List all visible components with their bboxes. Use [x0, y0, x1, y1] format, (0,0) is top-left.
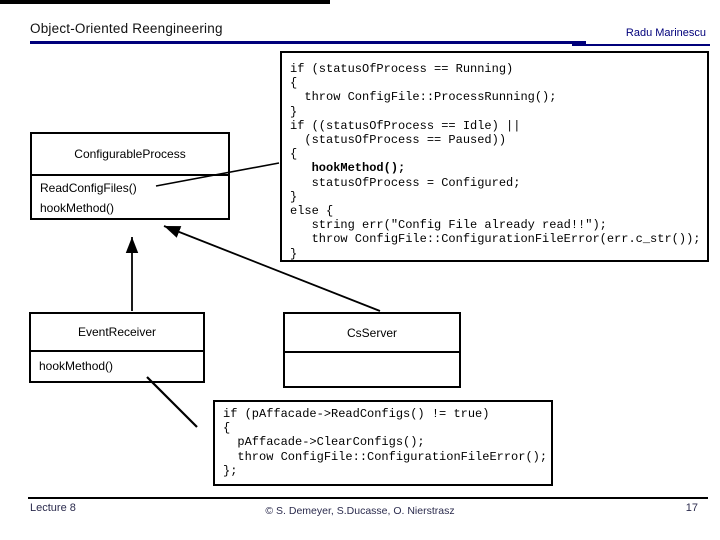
- callout-line-hook-method-to-code: [146, 376, 198, 428]
- class-methods: ReadConfigFiles() hookMethod(): [32, 176, 228, 220]
- method-read-config-files: ReadConfigFiles(): [40, 181, 137, 195]
- class-methods-empty: [285, 353, 459, 357]
- footer-page-number: 17: [685, 502, 698, 514]
- uml-class-event-receiver: EventReceiver hookMethod(): [29, 312, 205, 383]
- code-snippet-read-config-files: if (statusOfProcess == Running){ throw C…: [280, 51, 709, 262]
- author-underline: [572, 44, 710, 46]
- footer-lecture-label: Lecture 8: [30, 502, 76, 514]
- uml-class-configurable-process: ConfigurableProcess ReadConfigFiles() ho…: [30, 132, 230, 220]
- class-name: EventReceiver: [31, 314, 203, 352]
- method-hook-method: hookMethod(): [39, 359, 114, 373]
- class-name: ConfigurableProcess: [32, 134, 228, 176]
- top-black-bar: [0, 0, 330, 4]
- code-snippet-hook-method-impl: if (pAffacade->ReadConfigs() != true){ p…: [213, 400, 553, 486]
- class-name: CsServer: [285, 314, 459, 353]
- class-methods: hookMethod(): [31, 352, 203, 380]
- slide-title: Object-Oriented Reengineering: [30, 21, 223, 36]
- uml-class-cs-server: CsServer: [283, 312, 461, 388]
- title-underline: [30, 41, 586, 44]
- footer-rule: [28, 497, 708, 499]
- author-name: Radu Marinescu: [625, 27, 706, 39]
- footer-copyright: © S. Demeyer, S.Ducasse, O. Nierstrasz: [265, 505, 455, 517]
- method-hook-method: hookMethod(): [40, 201, 115, 215]
